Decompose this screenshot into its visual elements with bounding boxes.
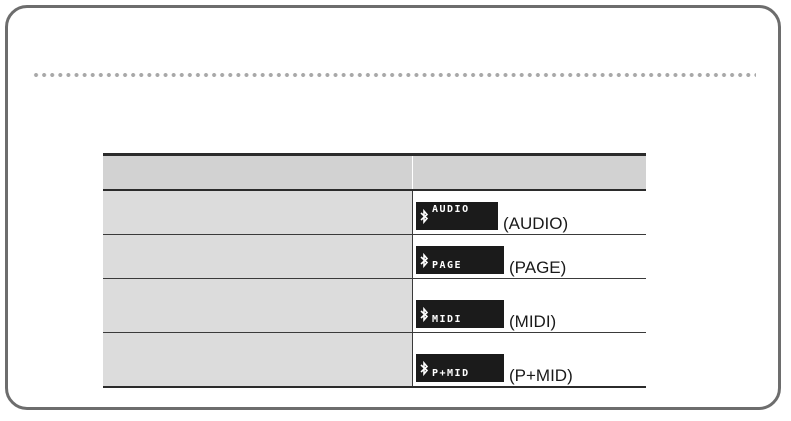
bluetooth-icon: [420, 253, 429, 269]
mode-indicator: AUDIO (AUDIO): [416, 202, 569, 233]
lcd-display: PAGE: [416, 246, 504, 274]
mode-label: (MIDI): [509, 312, 557, 331]
row-display-cell: MIDI (MIDI): [412, 279, 646, 332]
row-setting-cell: [103, 235, 412, 278]
dotted-divider: [32, 72, 756, 78]
mode-indicator: P+MID (P+MID): [416, 354, 573, 385]
bluetooth-icon: [420, 307, 429, 323]
mode-table: AUDIO (AUDIO) PAGE (PAGE): [103, 153, 646, 388]
lcd-text: AUDIO: [432, 204, 470, 215]
header-cell-display: [412, 156, 646, 189]
mode-label: (PAGE): [509, 258, 567, 277]
mode-label: (P+MID): [509, 366, 573, 385]
mode-indicator: PAGE (PAGE): [416, 246, 567, 277]
row-setting-cell: [103, 279, 412, 332]
mode-label: (AUDIO): [503, 214, 569, 233]
lcd-text: PAGE: [432, 260, 463, 271]
table-row: P+MID (P+MID): [103, 332, 646, 386]
row-setting-cell: [103, 333, 412, 386]
mode-indicator: MIDI (MIDI): [416, 300, 557, 331]
row-display-cell: P+MID (P+MID): [412, 333, 646, 386]
table-row: AUDIO (AUDIO): [103, 191, 646, 234]
row-display-cell: AUDIO (AUDIO): [412, 191, 646, 234]
bluetooth-icon: [420, 361, 429, 377]
table-row: MIDI (MIDI): [103, 278, 646, 332]
header-cell-setting: [103, 156, 412, 189]
lcd-display: AUDIO: [416, 202, 498, 230]
row-setting-cell: [103, 191, 412, 234]
lcd-display: P+MID: [416, 354, 504, 382]
lcd-text: P+MID: [432, 368, 470, 379]
bluetooth-icon: [420, 209, 429, 225]
row-display-cell: PAGE (PAGE): [412, 235, 646, 278]
table-header: [103, 156, 646, 191]
table-row: PAGE (PAGE): [103, 234, 646, 278]
lcd-display: MIDI: [416, 300, 504, 328]
lcd-text: MIDI: [432, 314, 463, 325]
